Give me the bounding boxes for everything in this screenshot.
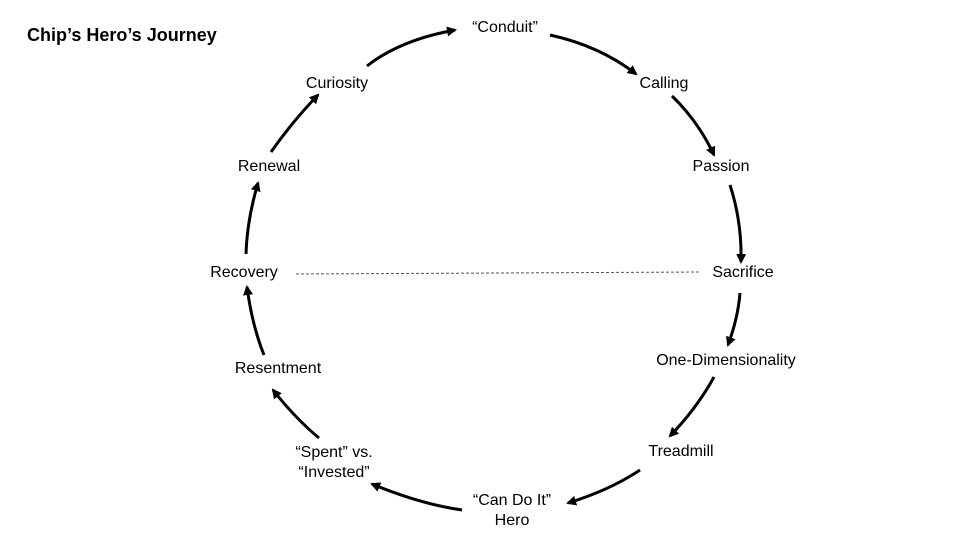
node-treadmill-label: Treadmill xyxy=(648,443,714,460)
arrow-renewal-to-curiosity xyxy=(269,93,320,153)
node-can-do-it-hero: “Can Do It” Hero xyxy=(473,491,551,531)
arrow-hero-to-spent xyxy=(370,482,463,512)
node-one-dimensionality: One-Dimensionality xyxy=(656,351,796,371)
arrow-onedim-to-treadmill xyxy=(668,376,716,438)
node-can-do-it-hero-line2: Hero xyxy=(494,512,530,529)
arrow-calling-to-passion xyxy=(670,94,716,157)
node-calling-label: Calling xyxy=(639,75,689,92)
node-calling: Calling xyxy=(640,74,689,94)
node-spent-vs-invested-line2: “Invested” xyxy=(298,464,370,481)
diagram-title: Chip’s Hero’s Journey xyxy=(27,25,217,45)
arrow-spent-to-resentment xyxy=(271,388,320,440)
node-renewal-label: Renewal xyxy=(237,158,301,175)
node-resentment-label: Resentment xyxy=(234,360,322,377)
node-sacrifice: Sacrifice xyxy=(712,263,773,283)
arrow-resentment-to-recovery xyxy=(243,285,266,356)
node-spent-vs-invested: “Spent” vs. “Invested” xyxy=(295,443,372,483)
node-one-dimensionality-label: One-Dimensionality xyxy=(656,352,796,369)
node-treadmill: Treadmill xyxy=(648,442,713,462)
node-renewal: Renewal xyxy=(238,157,300,177)
node-recovery: Recovery xyxy=(210,263,278,283)
node-conduit-label: “Conduit” xyxy=(472,19,538,36)
node-curiosity-label: Curiosity xyxy=(305,75,369,92)
node-conduit: “Conduit” xyxy=(472,18,538,38)
arrow-recovery-to-renewal xyxy=(244,181,261,255)
node-passion: Passion xyxy=(693,157,750,177)
node-spent-vs-invested-line1: “Spent” vs. xyxy=(295,444,373,461)
arrow-conduit-to-calling xyxy=(549,33,638,76)
node-resentment: Resentment xyxy=(235,359,321,379)
node-curiosity: Curiosity xyxy=(306,74,368,94)
node-sacrifice-label: Sacrifice xyxy=(712,264,774,281)
recovery-sacrifice-dashed-line xyxy=(295,271,701,275)
node-can-do-it-hero-line1: “Can Do It” xyxy=(472,492,552,509)
arrow-curiosity-to-conduit xyxy=(366,26,457,68)
node-passion-label: Passion xyxy=(692,158,750,175)
node-recovery-label: Recovery xyxy=(210,264,278,281)
arrow-passion-to-sacrifice xyxy=(728,184,747,264)
arrow-sacrifice-to-onedim xyxy=(726,292,742,347)
arrow-treadmill-to-hero xyxy=(566,468,641,506)
